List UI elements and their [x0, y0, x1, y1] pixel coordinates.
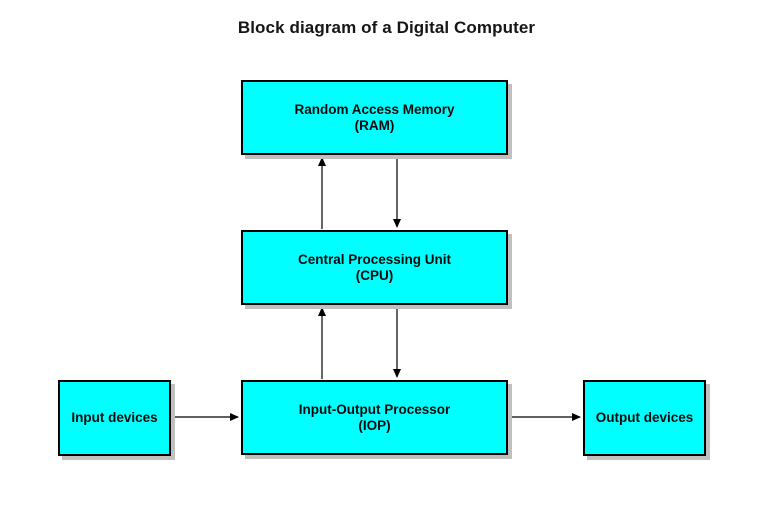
cpu-abbreviation: (CPU): [355, 267, 394, 283]
cpu-label: Central Processing Unit: [297, 251, 452, 267]
ram-abbreviation: (RAM): [354, 117, 395, 133]
cpu-box: Central Processing Unit (CPU): [241, 230, 508, 305]
output-devices-label: Output devices: [595, 410, 694, 425]
output-devices-box: Output devices: [583, 380, 706, 456]
iop-label: Input-Output Processor: [298, 401, 451, 417]
input-devices-box: Input devices: [58, 380, 171, 456]
input-devices-label: Input devices: [71, 410, 158, 425]
ram-box: Random Access Memory (RAM): [241, 80, 508, 155]
diagram-title: Block diagram of a Digital Computer: [237, 18, 536, 37]
iop-box: Input-Output Processor (IOP): [241, 380, 508, 455]
ram-label: Random Access Memory: [294, 101, 455, 117]
iop-abbreviation: (IOP): [358, 417, 391, 433]
